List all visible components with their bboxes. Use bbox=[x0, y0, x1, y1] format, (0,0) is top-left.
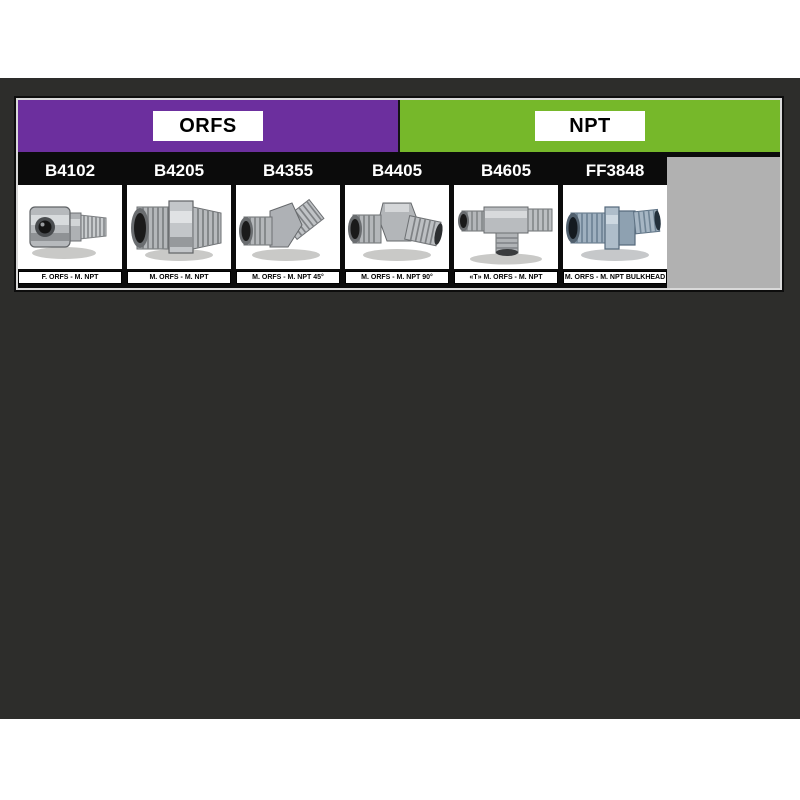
tee-fitting-image bbox=[454, 185, 558, 269]
banner-tab-npt[interactable]: NPT bbox=[400, 100, 780, 152]
product-code: B4205 bbox=[153, 161, 205, 180]
straight-swivel-fitting-image bbox=[18, 185, 122, 269]
product-column[interactable]: B4405 M. ORFS - M. NPT 90° bbox=[345, 157, 449, 284]
product-caption: M. ORFS - M. NPT 45° bbox=[236, 271, 340, 284]
product-caption: M. ORFS - M. NPT bbox=[127, 271, 231, 284]
product-photo bbox=[563, 185, 667, 269]
product-code: B4102 bbox=[44, 161, 96, 180]
fittings-catalog-panel: ORFS NPT B4102 F. ORFS - M. NPT B4205 bbox=[14, 96, 784, 292]
thread-type-banner: ORFS NPT bbox=[18, 100, 780, 152]
product-photo bbox=[454, 185, 558, 269]
banner-label-orfs: ORFS bbox=[153, 111, 263, 141]
product-caption: F. ORFS - M. NPT bbox=[18, 271, 122, 284]
elbow-90-fitting-image bbox=[345, 185, 449, 269]
banner-label-npt: NPT bbox=[535, 111, 645, 141]
product-photo bbox=[345, 185, 449, 269]
product-column[interactable]: B4102 F. ORFS - M. NPT bbox=[18, 157, 122, 284]
product-columns: B4102 F. ORFS - M. NPT B4205 M. ORFS - M… bbox=[18, 157, 667, 288]
hex-nipple-fitting-image bbox=[127, 185, 231, 269]
product-column[interactable]: B4205 M. ORFS - M. NPT bbox=[127, 157, 231, 284]
product-photo bbox=[18, 185, 122, 269]
product-column[interactable]: FF3848 M. ORFS - M. NPT BULKHEAD bbox=[563, 157, 667, 284]
product-column[interactable]: B4605 «T» M. ORFS - M. NPT bbox=[454, 157, 558, 284]
product-caption: «T» M. ORFS - M. NPT bbox=[454, 271, 558, 284]
product-code: B4605 bbox=[480, 161, 532, 180]
product-photo bbox=[236, 185, 340, 269]
banner-tab-orfs[interactable]: ORFS bbox=[18, 100, 400, 152]
dark-backdrop: ORFS NPT B4102 F. ORFS - M. NPT B4205 bbox=[0, 78, 800, 719]
product-caption: M. ORFS - M. NPT 90° bbox=[345, 271, 449, 284]
products-table: B4102 F. ORFS - M. NPT B4205 M. ORFS - M… bbox=[18, 152, 780, 288]
product-code: B4355 bbox=[262, 161, 314, 180]
product-code: B4405 bbox=[371, 161, 423, 180]
product-code: FF3848 bbox=[585, 161, 645, 180]
product-photo bbox=[127, 185, 231, 269]
empty-table-area bbox=[667, 157, 780, 288]
product-caption: M. ORFS - M. NPT BULKHEAD bbox=[563, 271, 667, 284]
elbow-45-fitting-image bbox=[236, 185, 340, 269]
bulkhead-fitting-image bbox=[563, 185, 667, 269]
product-column[interactable]: B4355 M. ORFS - M. NPT 45° bbox=[236, 157, 340, 284]
panel-content: ORFS NPT B4102 F. ORFS - M. NPT B4205 bbox=[18, 100, 780, 288]
